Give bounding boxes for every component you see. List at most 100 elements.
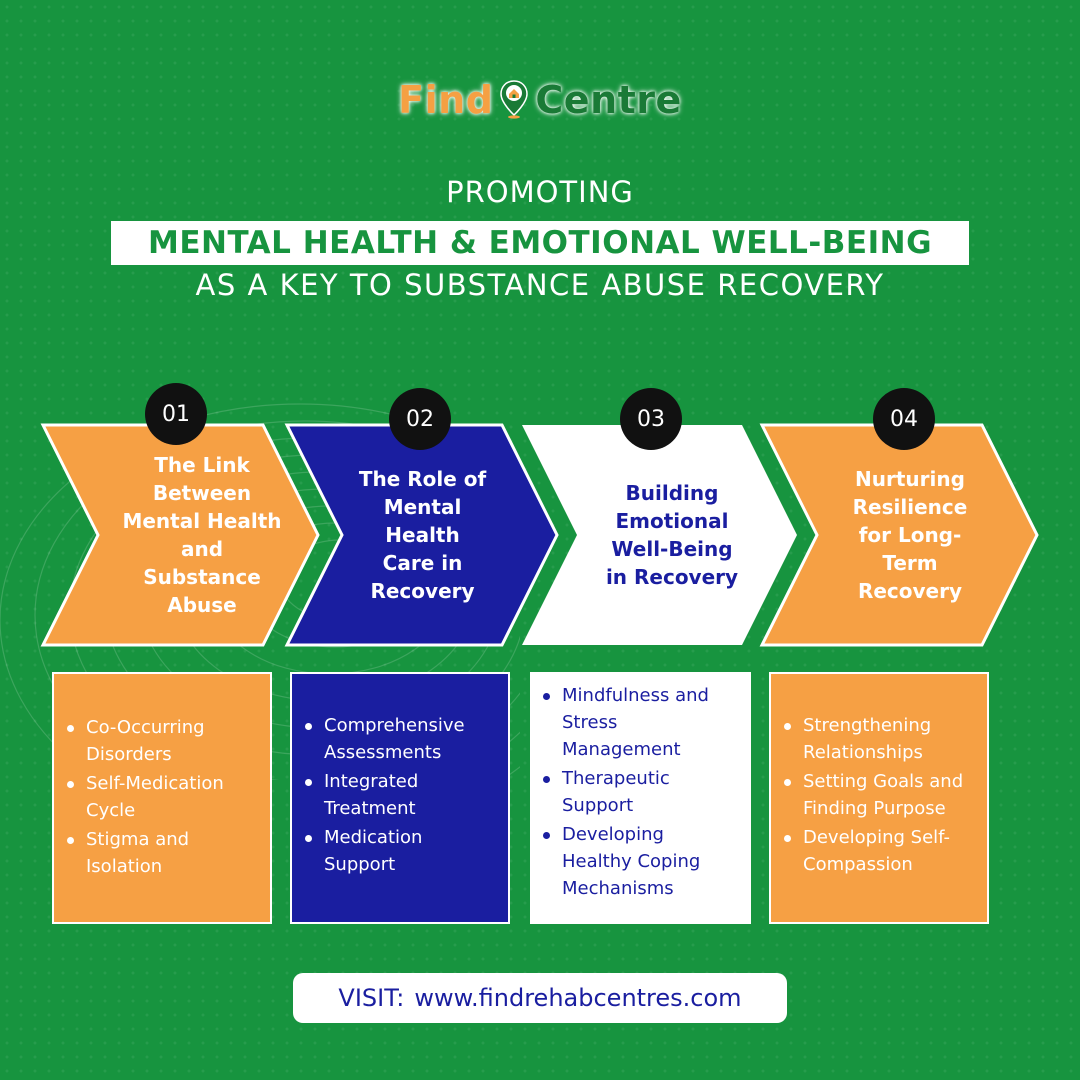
location-pin-icon: [499, 79, 529, 128]
step-3-heading: Building Emotional Well-Being in Recover…: [582, 450, 762, 620]
heading-line: for Long-: [858, 523, 962, 547]
bullet-line: Self-Medication: [86, 773, 224, 794]
bullet-line: Strengthening: [803, 715, 932, 736]
bullet-dot-icon: [67, 837, 74, 844]
bullet-line: Isolation: [86, 856, 163, 877]
bullet-line: Mindfulness and: [562, 685, 709, 706]
heading-line: The Role of: [358, 467, 487, 491]
chevron-01: [40, 423, 320, 647]
bullet-line: Relationships: [803, 742, 923, 763]
bullet-line: Comprehensive: [324, 715, 465, 736]
heading-line: Abuse: [167, 593, 237, 617]
bullet-dot-icon: [543, 693, 550, 700]
bullet-dot-icon: [305, 779, 312, 786]
heading-line: Mental Health: [122, 509, 282, 533]
bullet-dot-icon: [67, 725, 74, 732]
title-line-1: PROMOTING: [446, 175, 634, 209]
bullet-line: Cycle: [86, 800, 136, 821]
bullet-dot-icon: [305, 723, 312, 730]
heading-line: Nurturing: [855, 467, 965, 491]
brand-logo: Find Centre: [0, 78, 1080, 128]
visit-website-bar: VISIT: www.findrehabcentres.com: [293, 973, 787, 1023]
step-2-heading: The Role of Mental Health Care in Recove…: [340, 450, 505, 620]
step-4-heading: Nurturing Resilience for Long- Term Reco…: [820, 450, 1000, 620]
bullet-line: Mechanisms: [562, 878, 674, 899]
bullet-line: Developing Self-: [803, 827, 951, 848]
bullet-line: Support: [562, 795, 634, 816]
bullet-line: Co-Occurring: [86, 717, 205, 738]
step-1-heading: The Link Between Mental Health and Subst…: [102, 450, 302, 620]
bullet-line: Disorders: [86, 744, 172, 765]
bullet-line: Assessments: [324, 742, 442, 763]
list-item: Developing Self- Compassion: [781, 824, 987, 878]
heading-line: Emotional: [615, 509, 729, 533]
heading-line: and: [180, 537, 224, 561]
bullet-line: Stigma and: [86, 829, 190, 850]
heading-line: Care in: [382, 551, 463, 575]
heading-line: in Recovery: [605, 565, 739, 589]
chevron-04: [759, 423, 1039, 647]
chevron-02: [284, 423, 559, 647]
bullet-line: Compassion: [803, 854, 913, 875]
step-3-number-badge: 03: [620, 388, 682, 450]
chevron-03: [522, 425, 797, 645]
title-line-3: AS A KEY TO SUBSTANCE ABUSE RECOVERY: [195, 268, 885, 302]
heading-line: Recovery: [857, 579, 963, 603]
bullet-line: Therapeutic: [562, 768, 670, 789]
bullet-line: Healthy Coping: [562, 851, 701, 872]
heading-line: Term: [882, 551, 938, 575]
step-1-number-badge: 01: [145, 383, 207, 445]
bullet-dot-icon: [305, 835, 312, 842]
heading-line: Between: [152, 481, 252, 505]
step-2-number-badge: 02: [389, 388, 451, 450]
bullet-dot-icon: [543, 776, 550, 783]
bullet-line: Medication: [324, 827, 423, 848]
bullet-dot-icon: [543, 832, 550, 839]
step-4-number-badge: 04: [873, 388, 935, 450]
logo-centre-text: Centre: [535, 78, 682, 122]
bullet-line: Finding Purpose: [803, 798, 946, 819]
heading-line: The Link: [154, 453, 250, 477]
heading-line: Health: [385, 523, 460, 547]
bullet-dot-icon: [67, 781, 74, 788]
bullet-line: Treatment: [324, 798, 416, 819]
bullet-line: Support: [324, 854, 396, 875]
bullet-dot-icon: [784, 723, 791, 730]
visit-label: VISIT:: [338, 984, 405, 1012]
chevron-shapes: [40, 423, 1039, 647]
heading-line: Substance: [143, 565, 261, 589]
bullet-line: Setting Goals and: [803, 771, 964, 792]
bullet-dot-icon: [784, 779, 791, 786]
heading-line: Resilience: [852, 495, 968, 519]
heading-line: Well-Being: [611, 537, 733, 561]
heading-line: Recovery: [370, 579, 475, 603]
title-highlight-box: MENTAL HEALTH & EMOTIONAL WELL-BEING: [111, 221, 969, 265]
title-line-2: MENTAL HEALTH & EMOTIONAL WELL-BEING: [147, 225, 933, 261]
logo-find-text: Find: [398, 78, 494, 122]
bullet-line: Integrated: [324, 771, 419, 792]
website-link[interactable]: www.findrehabcentres.com: [414, 984, 742, 1012]
bullet-line: Stress: [562, 712, 618, 733]
bullet-line: Management: [562, 739, 681, 760]
heading-line: Building: [625, 481, 719, 505]
bullet-line: Developing: [562, 824, 664, 845]
